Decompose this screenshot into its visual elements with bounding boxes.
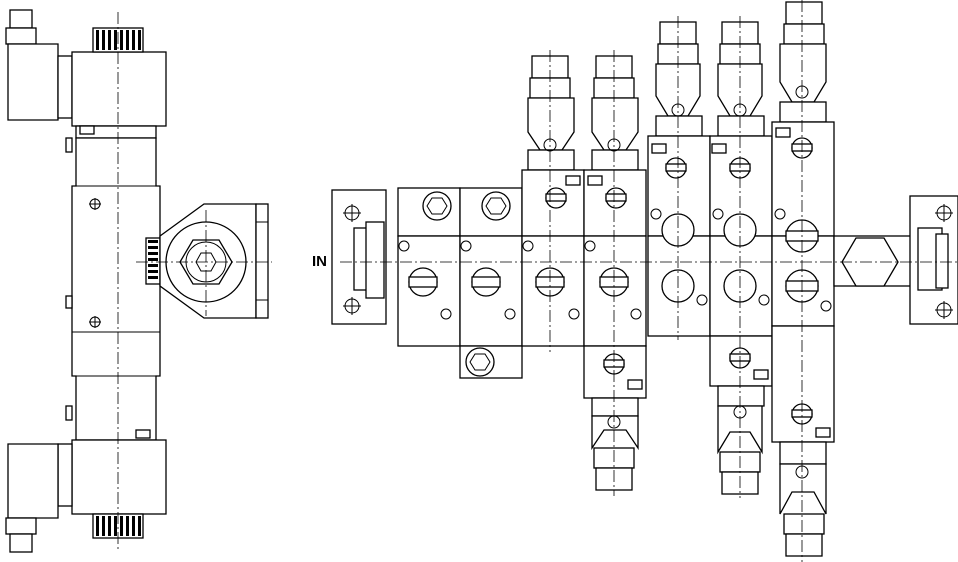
valve-section-1 (397, 187, 461, 347)
side-port-bracket (145, 203, 269, 319)
inlet-end-plate (331, 189, 387, 325)
valve-section-5 (647, 21, 711, 337)
outlet-end-plate (833, 195, 958, 325)
valve-section-7 (771, 1, 835, 557)
side-view-valve (5, 9, 272, 553)
valve-section-6 (709, 21, 773, 495)
inlet-label: IN (312, 253, 327, 270)
valve-section-4 (583, 55, 647, 491)
valve-section-2 (459, 187, 523, 379)
manifold-front-view (331, 0, 958, 562)
top-connector (5, 9, 167, 127)
bottom-connector (5, 439, 167, 553)
valve-body (65, 125, 161, 441)
valve-section-3 (521, 55, 585, 347)
